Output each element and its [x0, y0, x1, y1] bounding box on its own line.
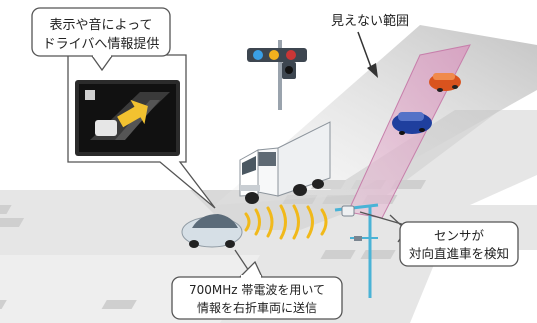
traffic-light-icon: [247, 40, 307, 110]
callout-right: センサが 対向直進車を検知: [359, 211, 519, 267]
in-car-display-icon: [85, 90, 170, 140]
car-icon: [392, 112, 432, 135]
callout-bottom-line2: 情報を右折車両に送信: [197, 300, 317, 315]
car-icon: [429, 73, 461, 92]
truck-icon: [239, 121, 331, 204]
radio-waves: [244, 204, 328, 240]
blind-area-label: 見えない範囲: [331, 14, 409, 78]
callout-bottom-line1: 700MHz 帯電波を用いて: [189, 283, 325, 297]
callout-bottom: 700MHz 帯電波を用いて 情報を右折車両に送信: [171, 249, 343, 320]
callout-top-left: 表示や音によって ドライバへ情報提供: [31, 7, 171, 72]
callout-top-left-line1: 表示や音によって: [50, 17, 153, 33]
blind-area-text: 見えない範囲: [331, 14, 409, 29]
car-icon: [181, 214, 243, 248]
callout-right-line2: 対向直進車を検知: [409, 246, 509, 261]
callout-right-line1: センサが: [434, 228, 485, 243]
sensor-icon: [334, 203, 379, 298]
callout-top-left-line2: ドライバへ情報提供: [43, 36, 160, 52]
in-car-display-callout: [67, 54, 216, 209]
